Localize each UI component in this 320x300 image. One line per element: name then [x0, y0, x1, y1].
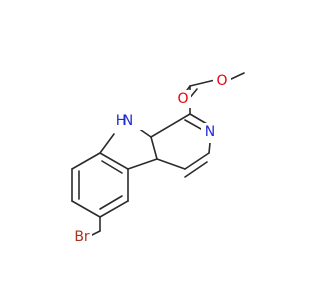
- molecule-drawing: Br N H N O O: [71, 72, 245, 245]
- bond: [208, 142, 211, 154]
- indole-hydrogen-label: H: [116, 113, 127, 129]
- label-backgrounds: [72, 72, 231, 245]
- bond: [127, 158, 158, 170]
- bond: [189, 79, 216, 87]
- bond: [101, 160, 123, 174]
- bond: [99, 195, 123, 210]
- bond: [99, 200, 129, 218]
- ester-oxygen-label: O: [216, 73, 227, 89]
- bond-lines: [71, 72, 245, 239]
- bond: [184, 152, 210, 170]
- bond: [71, 200, 101, 218]
- bond: [150, 113, 191, 138]
- bond: [184, 161, 208, 178]
- indole-nitrogen-label: N: [123, 113, 133, 129]
- atom-labels: Br N H N O O: [74, 73, 227, 245]
- carbonyl-oxygen-label: O: [177, 91, 188, 107]
- pyridine-nitrogen-label: N: [205, 124, 215, 140]
- bond: [99, 152, 129, 170]
- bond: [189, 113, 208, 125]
- structure-diagram: Br N H N O O: [71, 72, 245, 245]
- bond: [156, 158, 186, 170]
- bond: [150, 136, 158, 160]
- bond: [99, 133, 115, 154]
- bond: [184, 119, 202, 130]
- bromine-label: Br: [74, 229, 90, 245]
- bond: [228, 72, 245, 81]
- bond: [71, 152, 101, 170]
